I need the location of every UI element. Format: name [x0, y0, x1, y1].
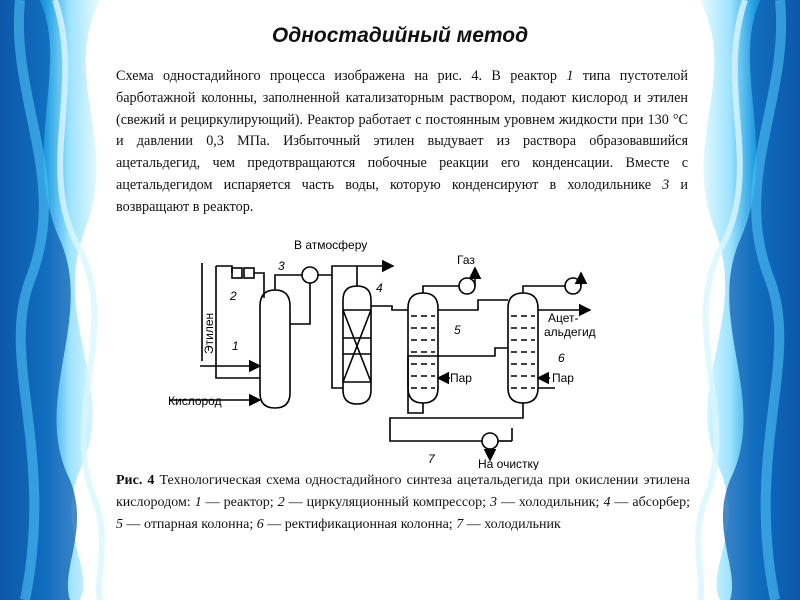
intro-paragraph: Схема одностадийного процесса изображена… [116, 66, 688, 219]
compressor-2 [231, 267, 243, 279]
intro-ref-reactor: 1 [566, 68, 574, 84]
label-acetaldehyde-2: альдегид [544, 325, 596, 339]
cooler-3 [301, 266, 319, 284]
caption-item-number: 5 [116, 516, 123, 532]
absorber-4 [342, 285, 372, 405]
slide-title: Одностадийный метод [271, 24, 529, 47]
caption-item-text: — циркуляционный компрессор; [284, 494, 490, 510]
label-steam-2: Пар [552, 371, 574, 385]
num-1: 1 [232, 339, 239, 353]
num-3: 3 [278, 259, 285, 273]
caption-item-number: 3 [489, 494, 497, 510]
cooler-7 [481, 432, 499, 450]
intro-text-part: Схема одностадийного процесса изображена… [116, 68, 567, 84]
left-ribbon [0, 0, 105, 600]
label-steam-1: Пар [450, 371, 472, 385]
reactor-1 [259, 289, 291, 409]
cooler-top-6 [564, 277, 582, 295]
caption-item-text: — ректификационная колонна; [263, 516, 457, 532]
caption-title: Технологическая схема одностадийного син… [116, 473, 690, 510]
label-to-treatment: На очистку [478, 457, 539, 470]
right-ribbon [695, 0, 800, 600]
caption-item-text: — отпарная колонна; [123, 516, 257, 532]
intro-ref-cooler: 3 [662, 176, 670, 193]
label-gas: Газ [457, 253, 475, 267]
label-oxygen: Кислород [168, 394, 222, 408]
process-scheme-diagram: В атмосферу Газ Этилен Кислород Пар Пар … [168, 238, 596, 470]
caption-item-text: — абсорбер; [610, 494, 690, 510]
label-ethylene: Этилен [202, 313, 216, 354]
caption-item-number: 6 [256, 516, 264, 532]
cooler-top-5 [458, 277, 476, 295]
caption-item-number: 1 [194, 494, 202, 510]
intro-text-part: и возвращают в реактор. [116, 176, 688, 215]
num-7: 7 [428, 452, 436, 466]
num-5: 5 [454, 323, 461, 337]
caption-figure-label: Рис. 4 [116, 473, 155, 488]
caption-item-text: — холодильник [463, 516, 561, 532]
label-acetaldehyde-1: Ацет- [548, 311, 579, 325]
label-atmosphere: В атмосферу [294, 238, 367, 252]
num-6: 6 [558, 351, 565, 365]
caption-item-text: — холодильник; [496, 494, 604, 510]
figure-caption: Рис. 4 Технологическая схема одностадийн… [116, 470, 690, 535]
caption-item-number: 2 [277, 494, 285, 510]
caption-item-number: 4 [603, 494, 611, 510]
num-4: 4 [376, 281, 383, 295]
caption-item-text: — реактор; [201, 494, 278, 510]
caption-item-number: 7 [456, 516, 464, 532]
rectification-column-6 [507, 292, 539, 404]
intro-text-part: типа пустотелой барботажной колонны, зап… [116, 68, 688, 193]
caption-items: 1 — реактор; 2 — циркуляционный компресс… [116, 495, 690, 532]
num-2: 2 [229, 289, 237, 303]
stripping-column-5 [407, 292, 439, 404]
